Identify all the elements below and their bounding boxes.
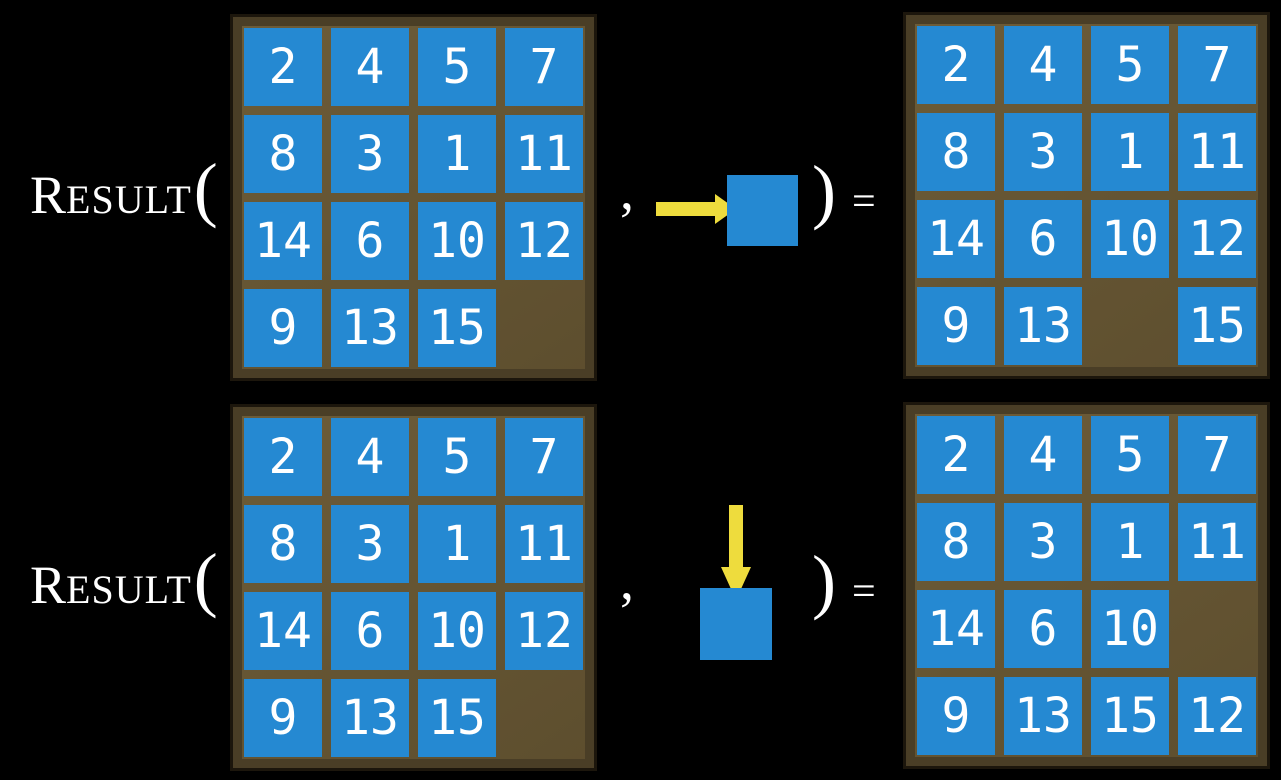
tile-2: 2 [917, 26, 995, 104]
tile-9: 9 [244, 679, 322, 757]
tile-3: 3 [331, 115, 409, 193]
move-tile-square [700, 588, 772, 660]
tile-4: 4 [331, 28, 409, 106]
blank-cell [505, 289, 583, 367]
move-action-down [700, 505, 772, 661]
tile-2: 2 [244, 418, 322, 496]
tile-12: 12 [505, 592, 583, 670]
tile-15: 15 [1091, 677, 1169, 755]
tile-3: 3 [1004, 503, 1082, 581]
close-paren-equals: ) = [812, 155, 876, 227]
tile-9: 9 [917, 287, 995, 365]
tile-10: 10 [418, 202, 496, 280]
close-paren: ) [812, 541, 836, 621]
tile-6: 6 [1004, 590, 1082, 668]
equals-sign: = [851, 569, 876, 615]
tile-13: 13 [331, 679, 409, 757]
close-paren: ) [812, 151, 836, 231]
result-label-initial: R [30, 555, 67, 615]
tile-4: 4 [1004, 26, 1082, 104]
tile-14: 14 [917, 200, 995, 278]
tile-1: 1 [418, 505, 496, 583]
tile-4: 4 [1004, 416, 1082, 494]
open-paren: ( [193, 149, 218, 229]
tile-13: 13 [1004, 677, 1082, 755]
tile-10: 10 [1091, 200, 1169, 278]
tile-15: 15 [418, 679, 496, 757]
tile-9: 9 [917, 677, 995, 755]
tile-15: 15 [418, 289, 496, 367]
close-paren-equals: ) = [812, 545, 876, 617]
tile-7: 7 [1178, 26, 1256, 104]
tile-8: 8 [917, 503, 995, 581]
tile-5: 5 [418, 28, 496, 106]
comma-separator: , [620, 160, 634, 222]
move-action-right [656, 175, 798, 247]
tile-7: 7 [505, 28, 583, 106]
tile-14: 14 [244, 592, 322, 670]
blank-cell [1178, 590, 1256, 668]
tile-8: 8 [917, 113, 995, 191]
move-tile-square [727, 175, 798, 246]
tile-14: 14 [917, 590, 995, 668]
tile-5: 5 [418, 418, 496, 496]
tile-7: 7 [505, 418, 583, 496]
tile-3: 3 [1004, 113, 1082, 191]
tile-4: 4 [331, 418, 409, 496]
tile-11: 11 [505, 115, 583, 193]
tile-5: 5 [1091, 416, 1169, 494]
tile-13: 13 [331, 289, 409, 367]
tile-12: 12 [1178, 677, 1256, 755]
tile-5: 5 [1091, 26, 1169, 104]
comma-separator: , [620, 550, 634, 612]
tile-11: 11 [1178, 113, 1256, 191]
equals-sign: = [851, 179, 876, 225]
tile-11: 11 [1178, 503, 1256, 581]
tile-2: 2 [917, 416, 995, 494]
tile-7: 7 [1178, 416, 1256, 494]
result-label-initial: R [30, 165, 67, 225]
tile-6: 6 [331, 202, 409, 280]
tile-10: 10 [418, 592, 496, 670]
result-label-smallcaps: ESULT [66, 567, 192, 612]
tile-1: 1 [1091, 113, 1169, 191]
arrow-right-icon [656, 194, 736, 224]
blank-cell [505, 679, 583, 757]
tile-12: 12 [505, 202, 583, 280]
tile-9: 9 [244, 289, 322, 367]
tile-11: 11 [505, 505, 583, 583]
tile-8: 8 [244, 505, 322, 583]
tile-14: 14 [244, 202, 322, 280]
arrow-down-icon [721, 505, 751, 600]
open-paren: ( [193, 539, 218, 619]
blank-cell [1091, 287, 1169, 365]
tile-10: 10 [1091, 590, 1169, 668]
tile-6: 6 [1004, 200, 1082, 278]
result-function-label: R ESULT ( [30, 153, 218, 225]
result-function-label: R ESULT ( [30, 543, 218, 615]
tile-3: 3 [331, 505, 409, 583]
tile-1: 1 [1091, 503, 1169, 581]
tile-8: 8 [244, 115, 322, 193]
tile-15: 15 [1178, 287, 1256, 365]
tile-1: 1 [418, 115, 496, 193]
tile-13: 13 [1004, 287, 1082, 365]
tile-12: 12 [1178, 200, 1256, 278]
tile-6: 6 [331, 592, 409, 670]
tile-2: 2 [244, 28, 322, 106]
result-label-smallcaps: ESULT [66, 177, 192, 222]
